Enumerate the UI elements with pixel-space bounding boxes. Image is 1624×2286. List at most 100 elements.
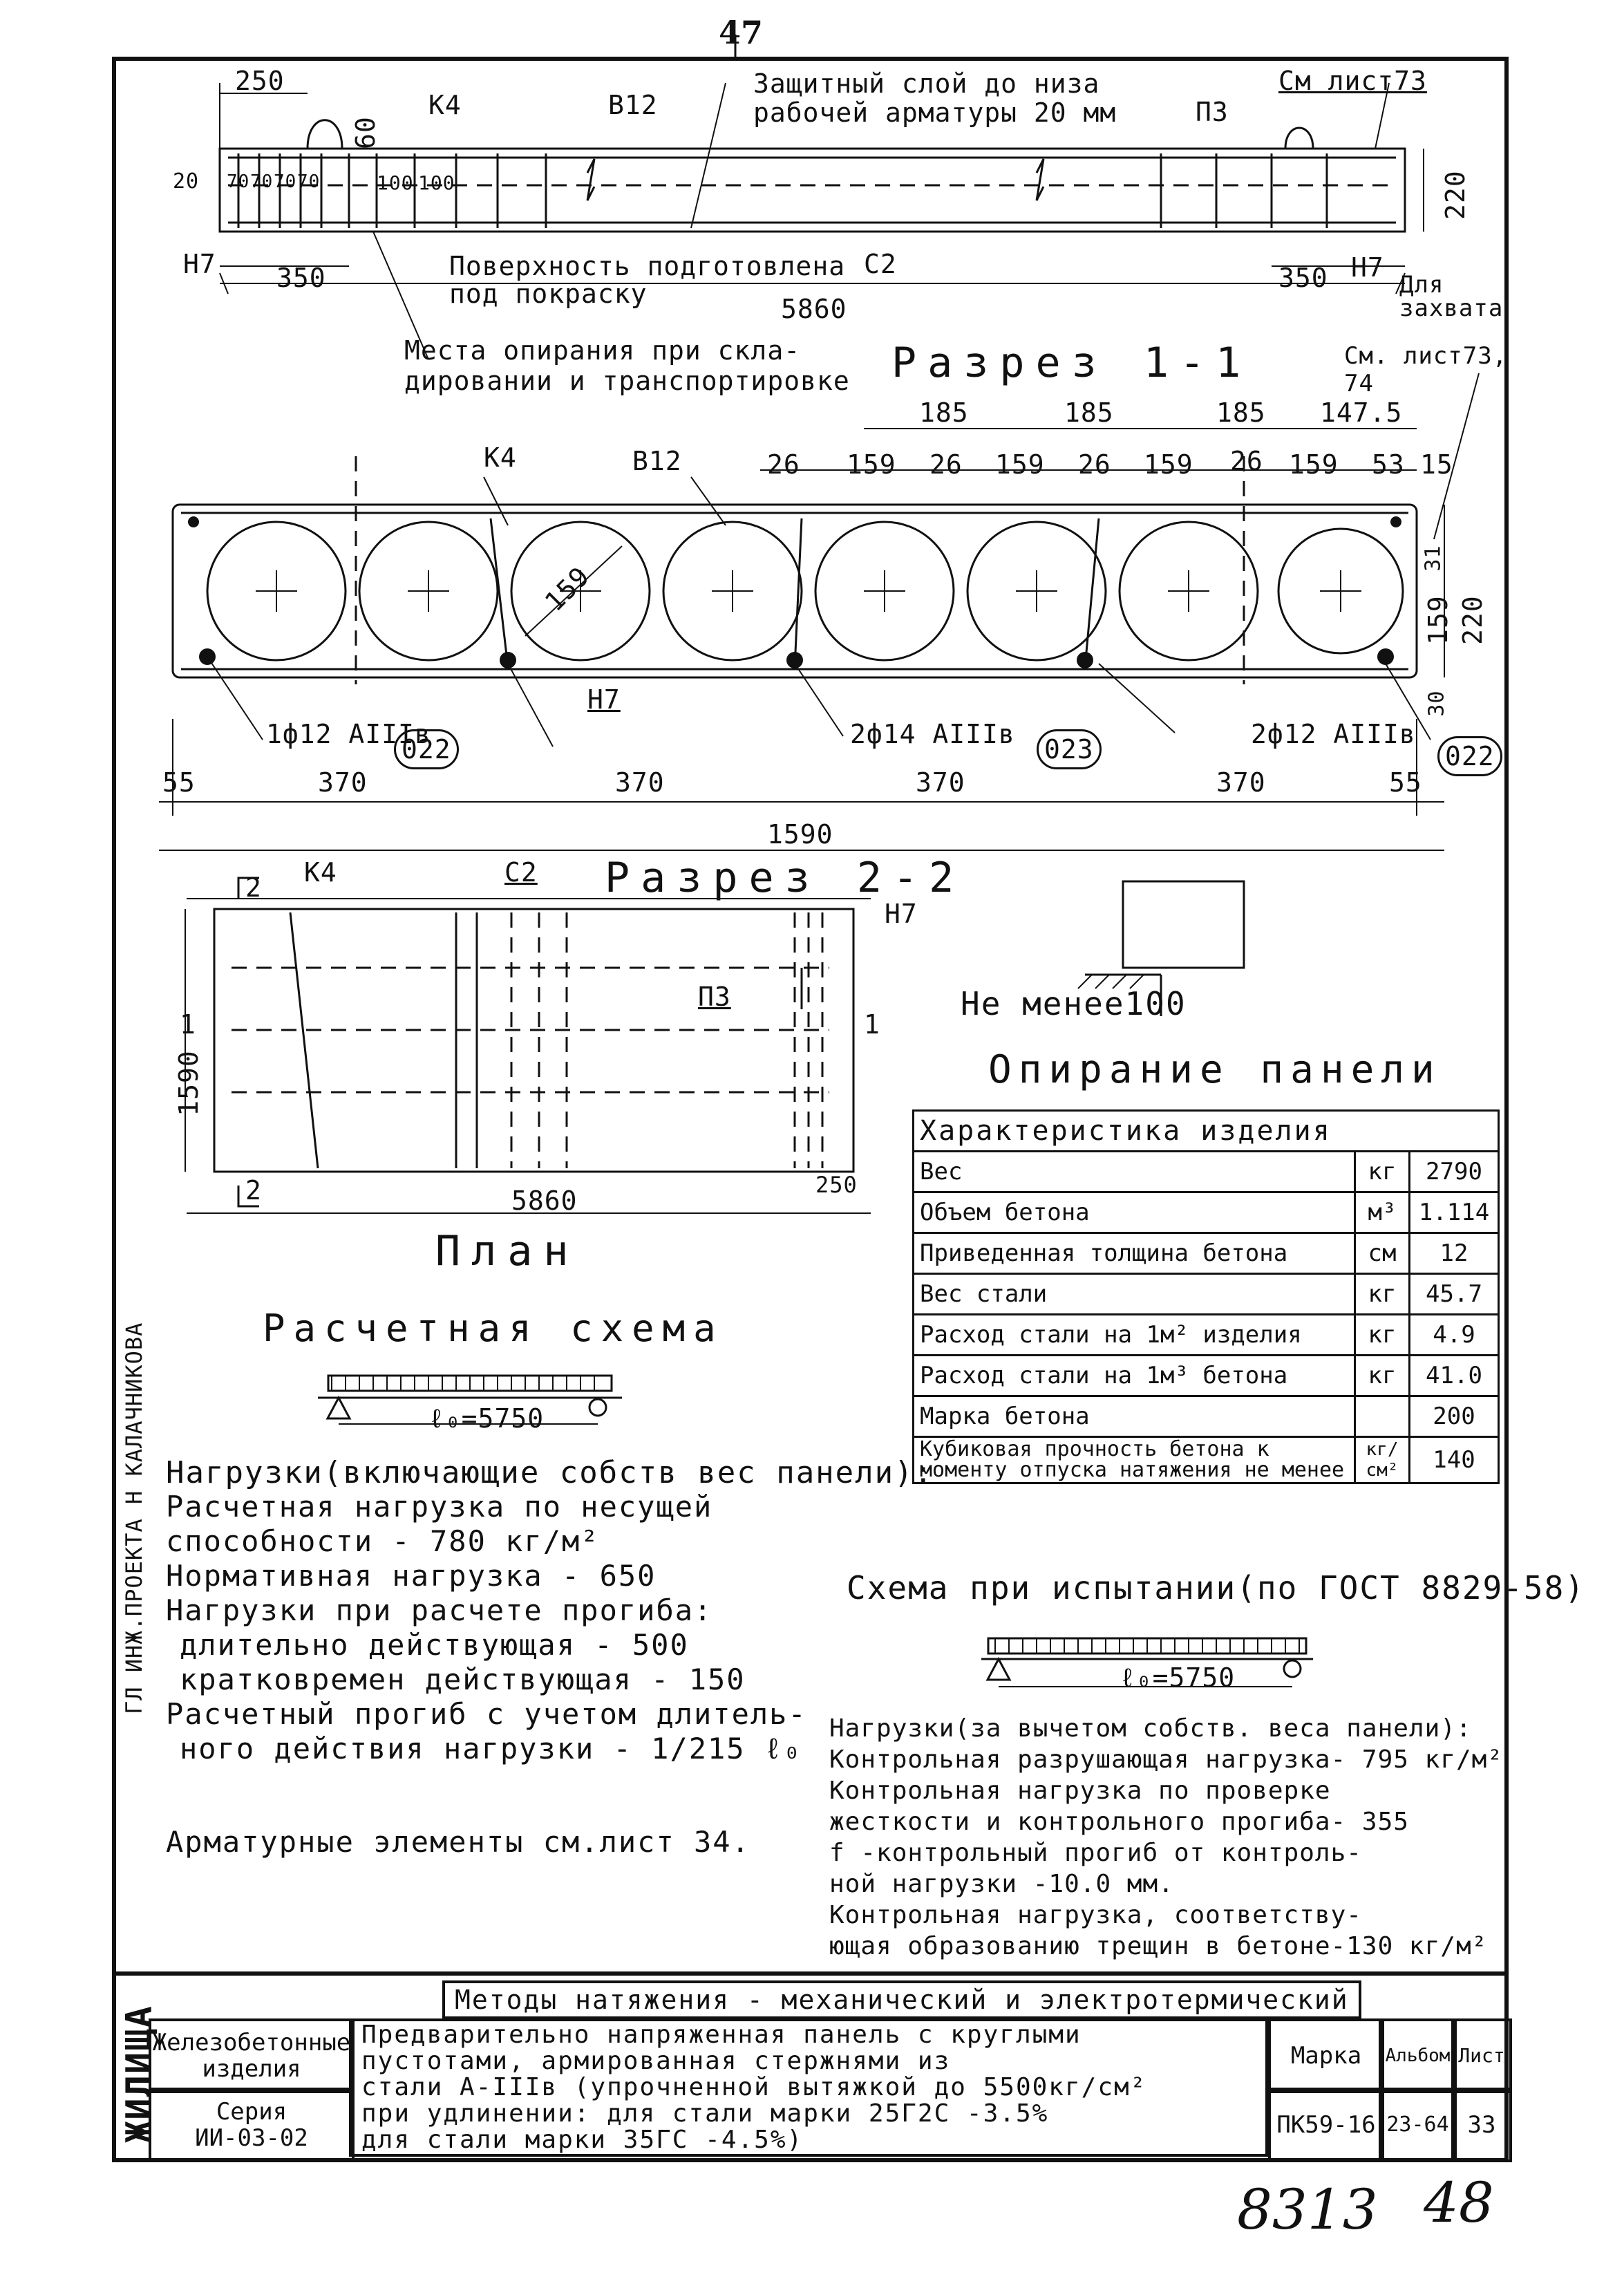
spacing-100-b: 100 — [418, 171, 455, 194]
marker-2-bottom: 2 — [245, 1175, 262, 1206]
label-p3-plan: П3 — [698, 982, 731, 1012]
spacing-70-b: 70 — [250, 171, 274, 192]
sub-dim-26-a: 26 — [767, 449, 800, 480]
label-k4-plan: К4 — [304, 857, 337, 888]
plan-width-1590: 1590 — [173, 1050, 204, 1116]
sub-dim-159-a: 159 — [847, 449, 896, 480]
album-value: 23-64 — [1386, 2112, 1449, 2137]
spacing-70-a: 70 — [227, 171, 250, 192]
top-dim-185-a: 185 — [919, 397, 969, 428]
spacing-70-c: 70 — [274, 171, 297, 192]
calc-scheme-title: Расчетная схема — [263, 1306, 724, 1350]
page-top-number: 47 — [719, 14, 764, 51]
support-title: Опирание панели — [988, 1047, 1442, 1092]
test-line-5: ной нагрузки -10.0 мм. — [829, 1870, 1174, 1898]
test-loads-header: Нагрузки(за вычетом собств. веса панели)… — [829, 1714, 1472, 1743]
series-code: ИИ-03-02 — [195, 2124, 308, 2152]
sub-dim-26-d: 26 — [1230, 446, 1263, 476]
calc-line-3: Нормативная нагрузка - 650 — [166, 1559, 657, 1593]
row-unit: кг — [1354, 1313, 1410, 1356]
row-value: 200 — [1408, 1395, 1500, 1438]
tensioning-methods: Методы натяжения - механический и электр… — [442, 1980, 1361, 2019]
label-k4-section: К4 — [484, 442, 517, 473]
test-scheme-title: Схема при испытании(по ГОСТ 8829-58) — [847, 1569, 1585, 1606]
label-p3-elevation: П3 — [1196, 97, 1229, 127]
test-scheme-beam — [981, 1637, 1313, 1687]
row-name: Марка бетона — [912, 1395, 1356, 1438]
reinforcement-note: Арматурные элементы см.лист 34. — [166, 1825, 750, 1859]
row-value: 12 — [1408, 1232, 1500, 1275]
title-description: Предварительно напряженная панель с круг… — [361, 2021, 1147, 2154]
sheet-value-cell: 33 — [1451, 2088, 1512, 2162]
mark-023: 023 — [1037, 729, 1102, 769]
section-total-1590: 1590 — [767, 819, 833, 850]
title-description-cell: Предварительно напряженная панель с круг… — [349, 2018, 1268, 2157]
plan-label: План — [435, 1227, 580, 1275]
header-album: Альбом — [1385, 2045, 1451, 2066]
calc-loads-header: Нагрузки(включающие собств вес панели): — [166, 1455, 934, 1490]
row-value: 45.7 — [1408, 1273, 1500, 1315]
hollow-cores — [206, 521, 1404, 662]
calc-scheme-beam — [318, 1374, 622, 1425]
album-value-cell: 23-64 — [1379, 2088, 1457, 2162]
header-sheet: Лист — [1458, 2044, 1505, 2067]
support-sketch — [1077, 880, 1245, 1016]
section-1-1-sheet-ref: См. лист73, 74 — [1344, 342, 1508, 397]
sub-dim-159-c: 159 — [1144, 449, 1193, 480]
elevation-view — [218, 82, 1424, 360]
mark-022-left: 022 — [394, 729, 459, 769]
header-mark: Марка — [1290, 2042, 1362, 2070]
row-name: Расход стали на 1м³ бетона — [912, 1354, 1356, 1397]
bottom-dim-370-d: 370 — [1216, 767, 1266, 798]
lifting-loop-right — [1284, 127, 1314, 149]
label-v12-elevation: В12 — [608, 90, 658, 120]
bottom-dim-55-left: 55 — [162, 767, 196, 798]
title-series-cell: Серия ИИ-03-02 — [149, 2088, 355, 2162]
mark-value: ПК59-16 — [1276, 2111, 1376, 2139]
table-row: Кубиковая прочность бетона к моменту отп… — [912, 1436, 1500, 1484]
calc-span: ℓ₀=5750 — [428, 1403, 545, 1434]
header-sheet-cell: Лист — [1451, 2018, 1512, 2093]
label-n7-plan: Н7 — [885, 899, 918, 929]
title-category-cell: Железобетонные изделия — [149, 2018, 355, 2093]
table-row: Вес кг 2790 — [912, 1150, 1500, 1193]
mark-value-cell: ПК59-16 — [1268, 2088, 1384, 2162]
elevation-length-5860: 5860 — [781, 294, 847, 324]
plan-length-5860: 5860 — [511, 1186, 578, 1216]
bottom-dim-370-c: 370 — [916, 767, 965, 798]
sheet-value: 33 — [1467, 2111, 1496, 2139]
label-v12-section: В12 — [632, 446, 682, 476]
right-dim-220: 220 — [1457, 595, 1488, 645]
section-1-1-view — [159, 373, 1480, 851]
sheet-frame — [112, 57, 1509, 2162]
sub-dim-53: 53 — [1372, 449, 1405, 480]
row-name: Приведенная толщина бетона — [912, 1232, 1356, 1275]
table-row: Марка бетона 200 — [912, 1395, 1500, 1438]
row-unit: кг — [1354, 1150, 1410, 1193]
note-protective-layer: Защитный слой до низа рабочей арматуры 2… — [753, 68, 1117, 128]
row-value: 140 — [1408, 1436, 1500, 1484]
row-name: Вес — [912, 1150, 1356, 1193]
right-dim-31: 31 — [1421, 545, 1446, 572]
calc-line-4: Нагрузки при расчете прогиба: — [166, 1593, 713, 1627]
top-dim-185-c: 185 — [1216, 397, 1266, 428]
row-value: 4.9 — [1408, 1313, 1500, 1356]
row-name: Кубиковая прочность бетона к моменту отп… — [912, 1436, 1356, 1484]
row-unit: кг — [1354, 1354, 1410, 1397]
test-line-1: Контрольная разрушающая нагрузка- 795 кг… — [829, 1745, 1503, 1774]
spacing-70-d: 70 — [297, 171, 321, 192]
section-2-2-plan-view — [185, 877, 871, 1214]
note-support-places: Места опирания при скла- дировании и тра… — [404, 335, 850, 396]
sub-dim-159-d: 159 — [1289, 449, 1339, 480]
label-n7-right: Н7 — [1351, 252, 1384, 283]
bottom-dim-55-right: 55 — [1389, 767, 1422, 798]
test-line-3: жесткости и контрольного прогиба- 355 — [829, 1808, 1409, 1836]
calc-line-1: Расчетная нагрузка по несущей — [166, 1490, 713, 1524]
elevation-dim-60: 60 — [350, 116, 381, 149]
row-value: 2790 — [1408, 1150, 1500, 1193]
section-2-2-title: Разрез 2-2 — [605, 854, 965, 902]
row-unit: см — [1354, 1232, 1410, 1275]
note-for-grip: Для захвата — [1399, 271, 1504, 322]
panel-section-outline — [171, 503, 1418, 679]
